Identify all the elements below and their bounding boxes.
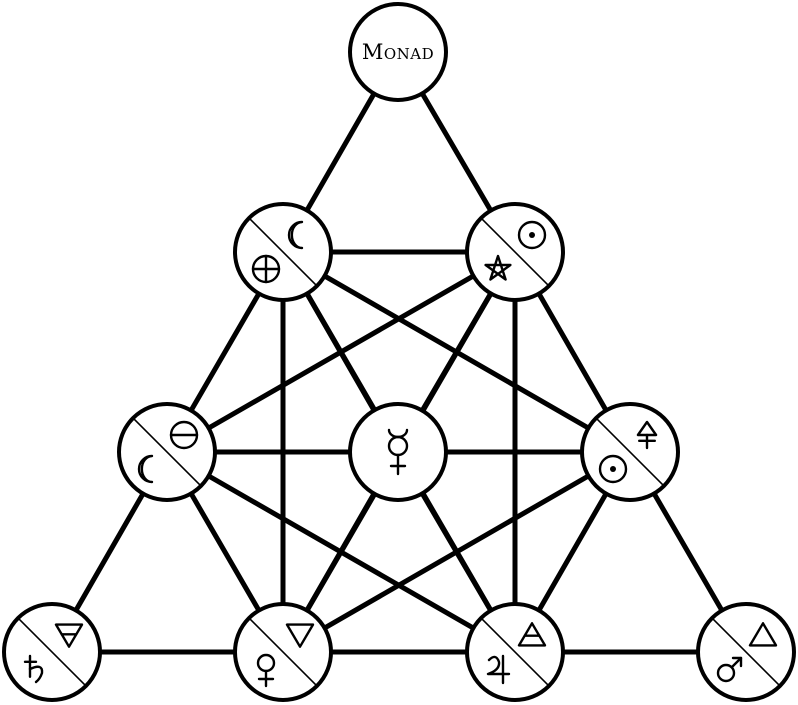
fire-triangle-icon <box>748 622 778 647</box>
edge-n5-n7 <box>280 449 633 655</box>
divider-line <box>480 617 550 687</box>
node-n5 <box>580 402 680 502</box>
theta-bar-circle-icon <box>169 420 199 450</box>
divider-line <box>132 417 202 487</box>
jupiter-icon <box>486 654 511 685</box>
moon-crescent-icon <box>287 220 304 250</box>
node-circle <box>348 402 448 502</box>
air-triangle-icon <box>517 622 547 647</box>
sun-circle-dot-icon <box>598 454 628 484</box>
node-n9 <box>696 602 796 702</box>
node-n8 <box>465 602 565 702</box>
divider-line <box>248 617 318 687</box>
water-triangle-icon <box>285 623 315 648</box>
node-n3 <box>117 402 217 502</box>
moon-crescent-icon <box>137 454 154 484</box>
mercury-icon <box>387 428 409 476</box>
node-n2 <box>465 202 565 302</box>
pentagram-icon <box>484 254 512 281</box>
venus-icon <box>256 653 276 688</box>
saturn-icon <box>23 654 44 684</box>
divider-line <box>17 617 87 687</box>
earth-triangle-icon <box>54 623 84 648</box>
divider-line <box>711 617 781 687</box>
node-n4 <box>348 402 448 502</box>
sulfur-icon <box>636 420 658 450</box>
sun-circle-dot-icon <box>517 220 547 250</box>
divider-line <box>480 217 550 287</box>
divider-line <box>595 417 665 487</box>
earth-cross-circle-icon <box>251 254 281 284</box>
edges-group <box>49 49 749 655</box>
node-n7 <box>233 602 333 702</box>
mars-icon <box>716 656 743 683</box>
monad-label: Monad <box>362 40 434 64</box>
node-circle <box>348 2 448 102</box>
divider-line <box>248 217 318 287</box>
node-monad: Monad <box>348 2 448 102</box>
node-n1 <box>233 202 333 302</box>
node-n6 <box>2 602 102 702</box>
edge-n2-n3 <box>164 249 518 455</box>
